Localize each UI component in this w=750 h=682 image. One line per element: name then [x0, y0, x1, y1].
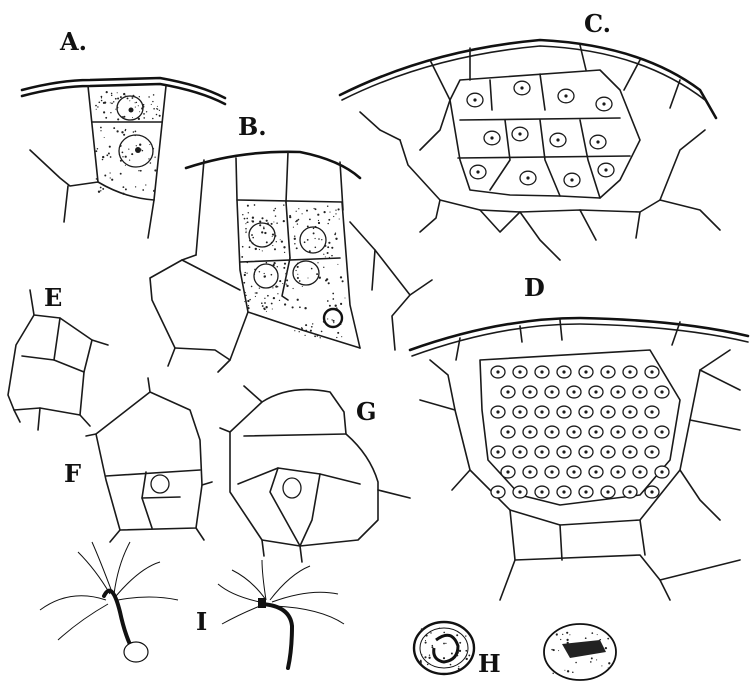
figure-label-d: D — [524, 276, 545, 300]
figure-c — [340, 40, 720, 260]
figure-d — [410, 318, 748, 600]
figure-label-g: G — [356, 400, 377, 424]
figure-f — [86, 378, 212, 542]
figure-label-b: B. — [238, 115, 267, 139]
figure-label-a: A. — [60, 30, 87, 54]
figure-label-e: E — [44, 286, 62, 310]
figure-label-f: F — [64, 462, 81, 486]
figure-h — [414, 622, 616, 680]
figure-label-c: C. — [584, 12, 611, 36]
figure-i — [40, 542, 344, 668]
figure-label-i: I — [196, 610, 207, 634]
cell-nuclei-d — [491, 366, 669, 498]
figure-label-h: H — [478, 652, 501, 676]
figure-a — [22, 78, 225, 238]
figure-b — [150, 152, 432, 372]
figure-g — [220, 386, 410, 562]
